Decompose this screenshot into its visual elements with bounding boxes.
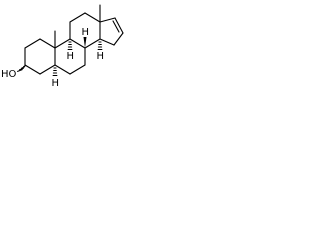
bond-c6-c7 <box>69 64 86 75</box>
bond-c3-c4 <box>24 64 41 75</box>
bond-c16-c17-inner <box>112 20 120 33</box>
bond-c1-c2 <box>24 38 41 49</box>
stereo-h8-label: H <box>82 27 90 38</box>
stereo-h9-label: H <box>67 51 75 62</box>
stereo-h14: H <box>97 41 105 62</box>
bond-c9-c10 <box>54 38 71 49</box>
stereo-h5: H <box>52 67 60 89</box>
steroid-structure-diagram: HO H H H H <box>1 4 124 89</box>
bond-c10-c1 <box>39 38 56 49</box>
bond-c4-c5 <box>39 64 56 75</box>
ring-a <box>24 38 56 75</box>
ring-c <box>69 12 101 49</box>
bond-c17-c13 <box>99 17 116 23</box>
stereo-h14-label: H <box>97 51 105 62</box>
stereo-h8: H <box>82 27 90 48</box>
bond-c5-c6 <box>54 64 71 75</box>
hydroxyl-hashed-bond <box>17 64 27 72</box>
stereo-h5-label: H <box>52 78 60 89</box>
bond-c12-c13 <box>84 12 101 23</box>
bond-c11-c12 <box>69 12 86 23</box>
bond-c14-c8 <box>84 38 101 49</box>
bond-c16-c17 <box>114 17 124 34</box>
bond-c14-c15 <box>99 38 115 46</box>
bond-c15-c16 <box>113 32 124 46</box>
bond-c8-c9 <box>69 38 86 49</box>
ring-d <box>99 17 124 46</box>
ring-b <box>54 38 86 75</box>
stereo-h9: H <box>67 41 75 62</box>
hydroxyl-label: HO <box>1 69 17 80</box>
